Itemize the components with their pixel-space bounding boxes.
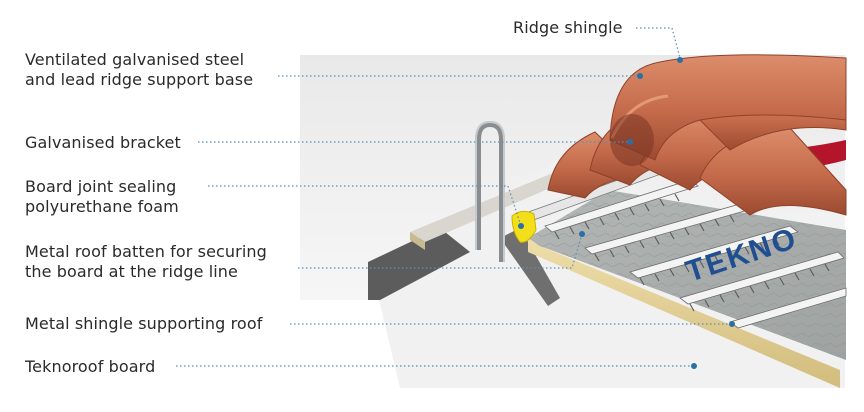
label-polyurethane-foam: Board joint sealing polyurethane foam (25, 177, 179, 216)
galvanised-bracket-shape (475, 121, 505, 262)
label-ridge-shingle: Ridge shingle (513, 18, 623, 37)
eave-shadow (368, 228, 470, 300)
label-metal-roof-batten: Metal roof batten for securing the board… (25, 242, 267, 281)
left-deck (410, 170, 578, 242)
label-metal-shingle-supporting-roof: Metal shingle supporting roof (25, 314, 263, 333)
leader-dots (518, 57, 735, 369)
label-galvanised-bracket: Galvanised bracket (25, 133, 181, 152)
teknoroof-board-side (528, 238, 840, 388)
batten-ribs (554, 193, 830, 312)
bracket-shadow (500, 228, 560, 306)
left-deck-edge (410, 232, 425, 250)
label-teknoroof-board: Teknoroof board (25, 357, 156, 376)
label-ridge-support-base: Ventilated galvanised steel and lead rid… (25, 50, 254, 89)
metal-battens (544, 179, 847, 329)
polyurethane-foam (511, 210, 537, 243)
leader-lines (176, 27, 732, 367)
